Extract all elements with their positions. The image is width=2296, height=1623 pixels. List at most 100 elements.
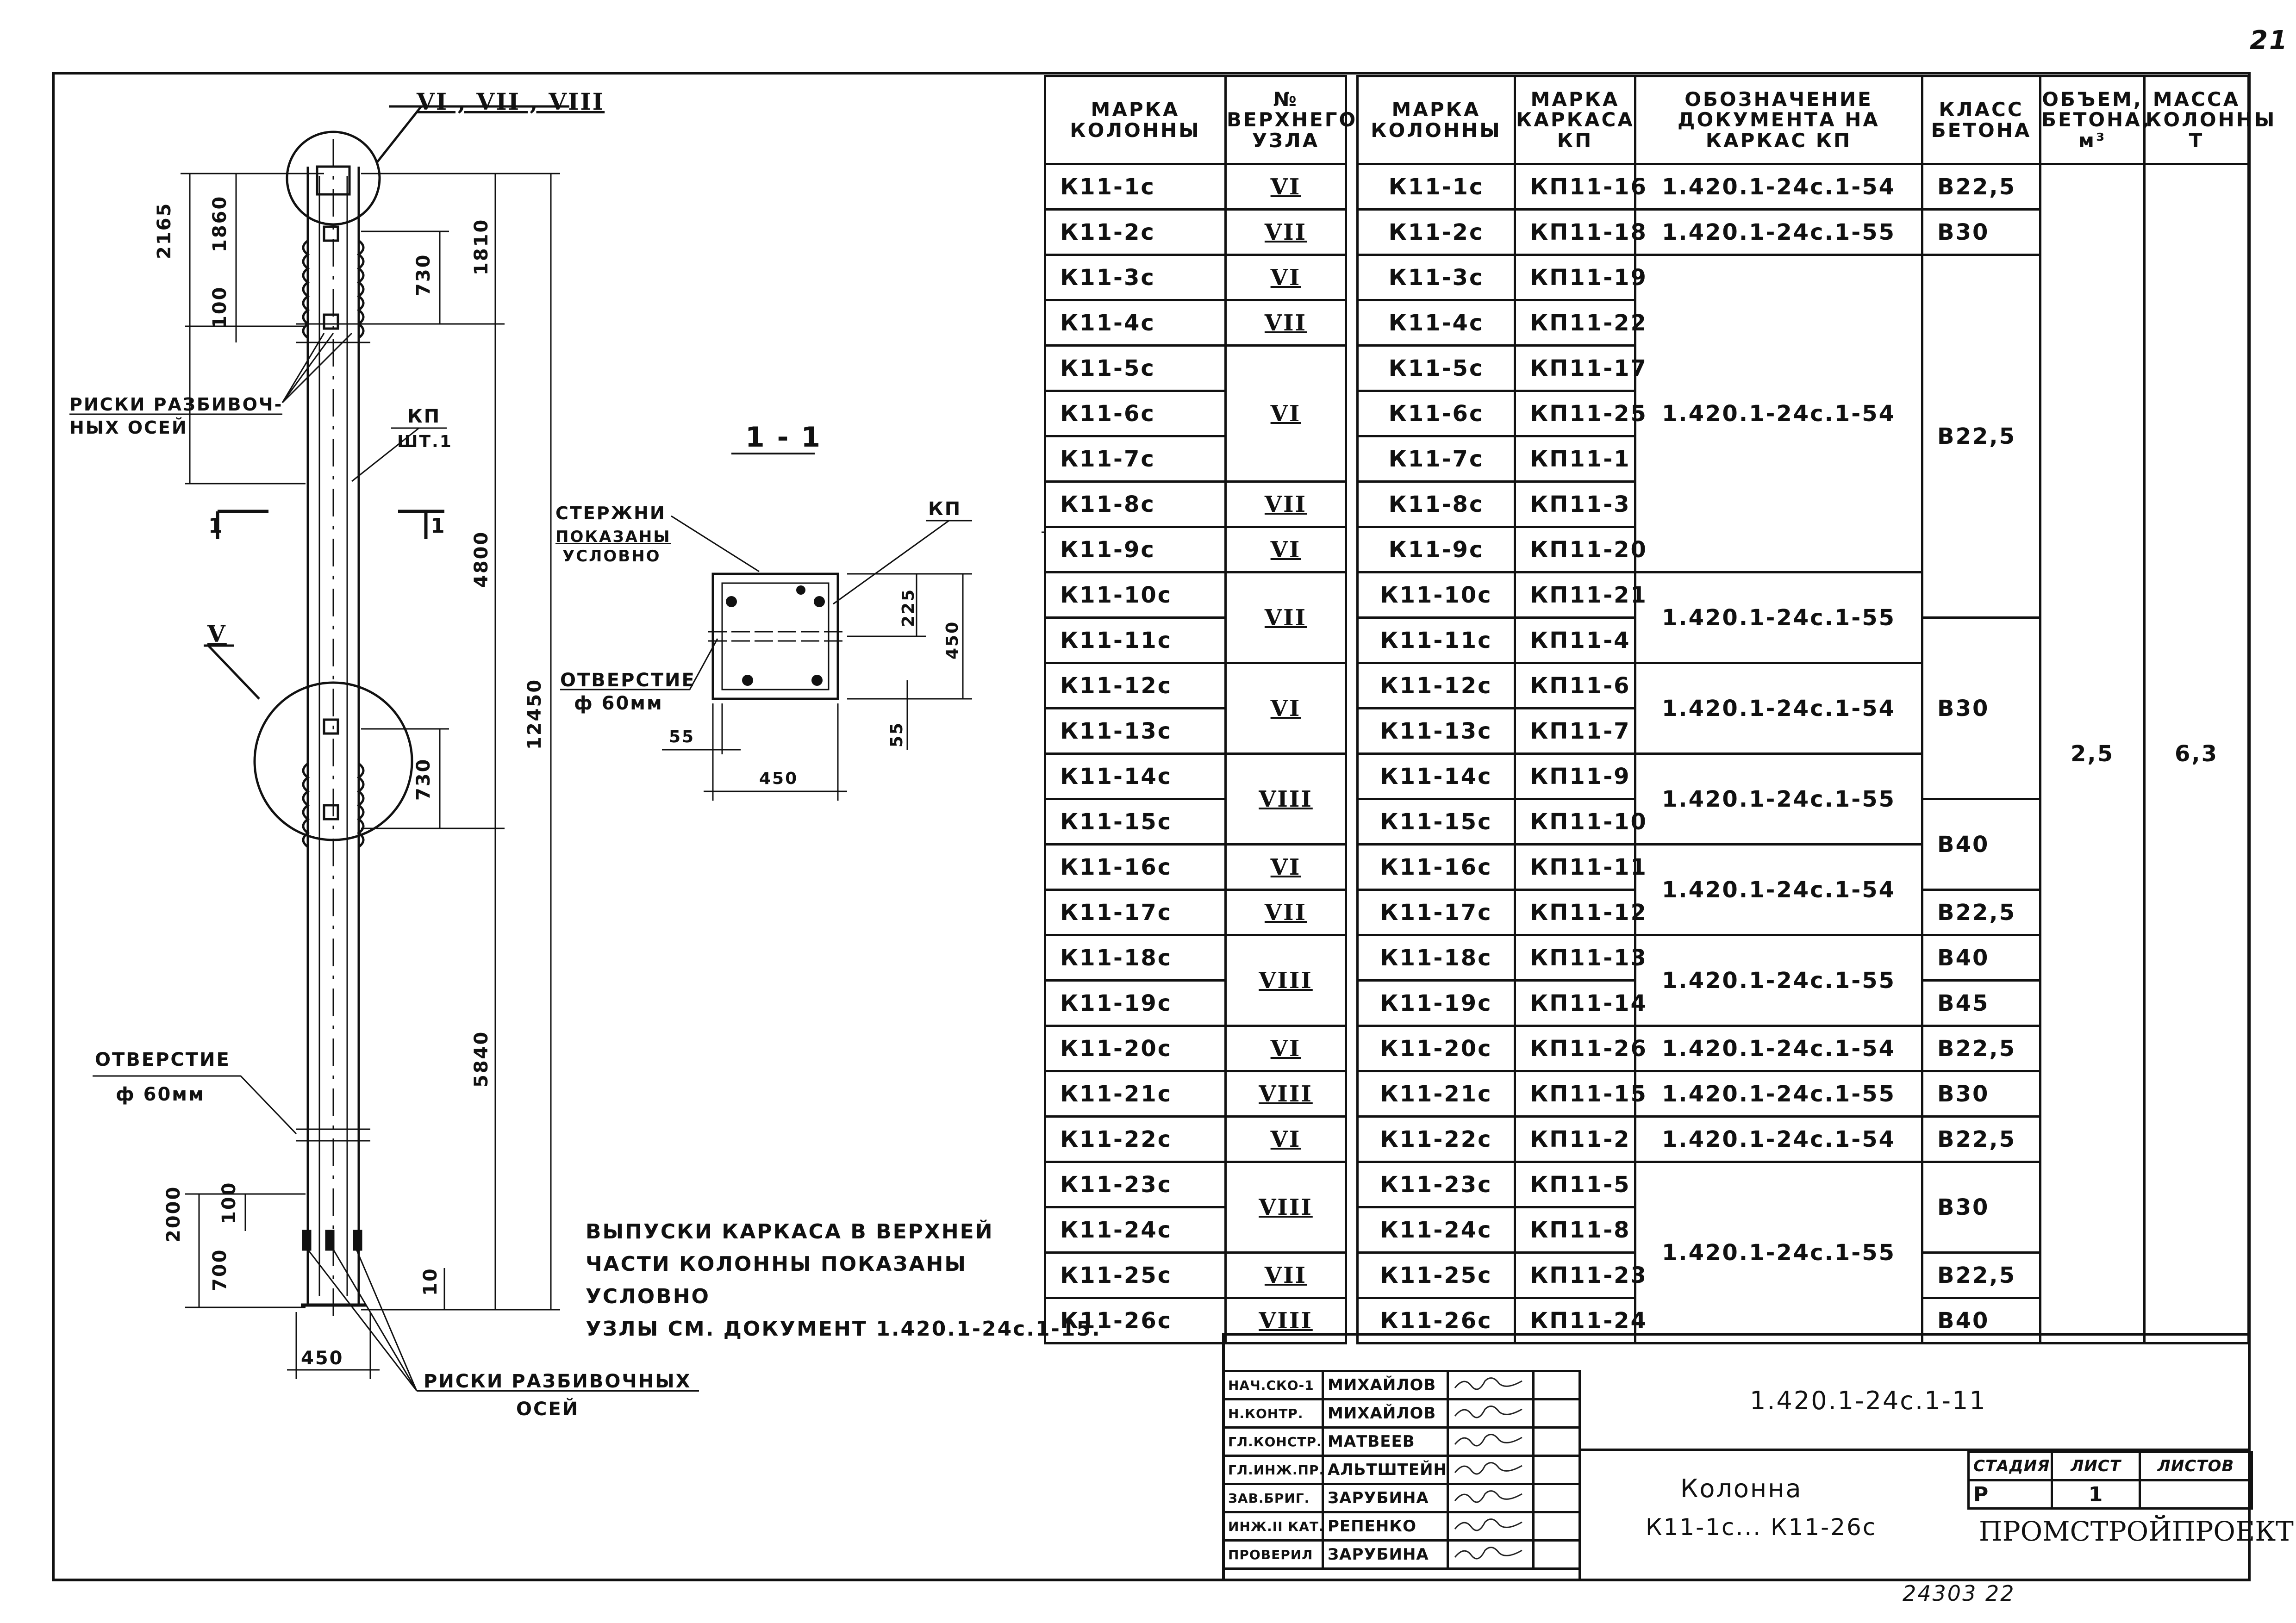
column-mark-cell: К11-22с xyxy=(1356,1115,1516,1163)
date-cell xyxy=(1532,1511,1581,1542)
document-cell: 1.420.1-24с.1-54 xyxy=(1634,843,1923,936)
column-mark-cell: К11-11с xyxy=(1044,616,1227,664)
top-node-value: VI xyxy=(1270,1126,1301,1152)
page-number: 21 xyxy=(2250,25,2289,56)
dim-12450: 12450 xyxy=(524,678,545,750)
column-mark-cell: К11-2с xyxy=(1356,208,1516,256)
top-node-value: VII xyxy=(1264,310,1307,336)
column-mark-cell: К11-14с xyxy=(1044,752,1227,800)
frame-mark-cell: КП11-15 xyxy=(1514,1070,1646,1118)
column-mark-cell: К11-10с xyxy=(1356,571,1516,619)
frame-mark-cell: КП11-2 xyxy=(1514,1115,1636,1163)
section-rods-line1: СТЕРЖНИ xyxy=(555,503,666,523)
surname-cell: АЛЬТШТЕЙН xyxy=(1322,1455,1449,1485)
column-mark-cell: К11-18с xyxy=(1356,934,1516,982)
table1-row: К11-25с VII xyxy=(1044,1251,1347,1299)
frame-mark-cell: КП11-9 xyxy=(1514,752,1636,800)
frame-mark-cell: КП11-8 xyxy=(1514,1206,1636,1254)
top-node-value: VIII xyxy=(1259,1194,1313,1220)
column-mark-cell: К11-24с xyxy=(1356,1206,1516,1254)
top-node-value: VII xyxy=(1264,899,1307,926)
frame-mark-cell: КП11-7 xyxy=(1514,707,1636,755)
risks-top-line1: РИСКИ РАЗБИВОЧ- xyxy=(69,394,283,415)
top-node-value: VII xyxy=(1264,1262,1307,1288)
handwritten-signature xyxy=(1454,1461,1522,1474)
top-node-value: VII xyxy=(1264,491,1307,517)
stage-label: СТАДИЯ xyxy=(1967,1451,2053,1481)
column-mark-cell: К11-16с xyxy=(1044,843,1227,891)
table1-row: К11-17с VII xyxy=(1044,889,1347,936)
top-node-value: VI xyxy=(1270,854,1301,880)
note-line: ЧАСТИ КОЛОННЫ ПОКАЗАНЫ xyxy=(586,1252,967,1276)
frame-mark-cell: КП11-25 xyxy=(1514,390,1646,437)
concrete-class-cell: В30 xyxy=(1921,1161,2041,1254)
date-cell xyxy=(1532,1426,1581,1457)
column-mark-cell: К11-5с xyxy=(1044,344,1227,392)
note-line: ВЫПУСКИ КАРКАСА В ВЕРХНЕЙ xyxy=(586,1220,994,1244)
dim-5840: 5840 xyxy=(471,1030,492,1088)
document-cell: 1.420.1-24с.1-55 xyxy=(1634,752,1923,846)
column-mark-cell: К11-25с xyxy=(1044,1251,1227,1299)
concrete-class-cell: В40 xyxy=(1921,1297,2041,1344)
dim-100-top: 100 xyxy=(209,286,231,329)
frame-mark-cell: КП11-4 xyxy=(1514,616,1636,664)
top-node-value: VI xyxy=(1270,400,1301,427)
sheet-label: ЛИСТ xyxy=(2051,1451,2141,1481)
document-cell: 1.420.1-24с.1-55 xyxy=(1634,1161,1923,1344)
dim-450-bottom: 450 xyxy=(301,1348,344,1369)
signature-cell xyxy=(1447,1483,1535,1513)
column-mark-cell: К11-26с xyxy=(1356,1297,1516,1344)
frame-mark-cell: КП11-20 xyxy=(1514,526,1646,573)
section-dim-55-left: 55 xyxy=(669,728,695,746)
date-cell xyxy=(1532,1370,1581,1400)
role-cell: ИНЖ.II КАТ. xyxy=(1222,1511,1324,1542)
top-node-cell: VII xyxy=(1224,480,1347,528)
table2-header-class: КЛАСС БЕТОНА xyxy=(1921,75,2041,165)
dim-2165: 2165 xyxy=(154,202,175,259)
date-cell xyxy=(1532,1539,1581,1570)
top-node-cell: VIII xyxy=(1224,1161,1347,1254)
table2-header-volume: ОБЪЕМ, БЕТОНА, м³ xyxy=(2039,75,2149,165)
column-mark-cell: К11-20с xyxy=(1044,1025,1227,1072)
column-mark-cell: К11-22с xyxy=(1044,1115,1227,1163)
surname-cell: ЗАРУБИНА xyxy=(1322,1539,1449,1570)
organization-name: ПРОМСТРОЙПРОЕКТ xyxy=(1979,1516,2294,1547)
date-cell xyxy=(1532,1455,1581,1485)
role-cell: ГЛ.ИНЖ.ПР. xyxy=(1222,1455,1324,1485)
top-node-cell: VI xyxy=(1224,526,1347,573)
top-node-cell: VI xyxy=(1224,1115,1347,1163)
top-node-value: VIII xyxy=(1259,786,1313,812)
section-dim-450-v: 450 xyxy=(943,620,962,659)
role-cell: ЗАВ.БРИГ. xyxy=(1222,1483,1324,1513)
column-mark-cell: К11-4с xyxy=(1356,299,1516,347)
surname-cell: МАТВЕЕВ xyxy=(1322,1426,1449,1457)
column-mark-cell: К11-3с xyxy=(1356,254,1516,301)
signature-cell xyxy=(1447,1398,1535,1429)
top-node-cell: VII xyxy=(1224,889,1347,936)
column-mark-cell: К11-17с xyxy=(1044,889,1227,936)
section-rods-line3: УСЛОВНО xyxy=(562,547,661,566)
column-mark-cell: К11-23с xyxy=(1044,1161,1227,1208)
node-v-label: V xyxy=(207,620,227,647)
signature-cell xyxy=(1447,1511,1535,1542)
column-specification-table: МАРКА КОЛОННЫ МАРКА КАРКАСА КП ОБОЗНАЧЕН… xyxy=(1356,75,2274,1344)
